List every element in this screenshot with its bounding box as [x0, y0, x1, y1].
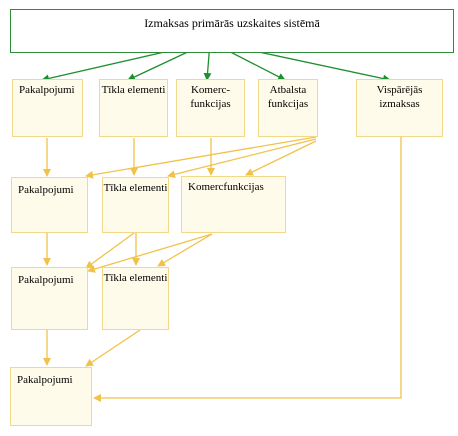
node-l4-pakalpojumi-label: Pakalpojumi [17, 374, 73, 386]
node-l1-visparejas-izmaksas: Vispārējās izmaksas [356, 79, 443, 137]
root-label: Izmaksas primārās uzskaites sistēmā [144, 16, 320, 30]
arrow-visparejas-to-pak-l4 [93, 137, 402, 402]
node-l4-pakalpojumi: Pakalpojumi [10, 367, 92, 426]
arrow-komerc-l2-to-pak-l3 [87, 233, 213, 273]
arrow-tikla-l2-to-pak-l3 [85, 232, 135, 269]
node-l3-pakalpojumi: Pakalpojumi [11, 267, 88, 330]
node-l2-pakalpojumi-label: Pakalpojumi [18, 184, 74, 196]
node-l1-tikla-elementi: Tīkla elementi [99, 79, 168, 137]
node-l1-pakalpojumi: Pakalpojumi [12, 79, 83, 137]
node-l2-tikla-elementi: Tīkla elementi [102, 177, 169, 233]
node-l1-komercfunkcijas-label: Komerc- funkcijas [190, 84, 231, 110]
node-l1-atbalsta-funkcijas-label: Atbalsta funkcijas [267, 84, 309, 110]
node-l2-komercfunkcijas: Komercfunkcijas [181, 176, 286, 233]
node-l2-komercfunkcijas-label: Komercfunkcijas [188, 181, 264, 193]
arrow-atbalsta-to-pak-l2 [85, 136, 317, 179]
arrow-komerc-l2-to-tikla-l3 [157, 233, 213, 267]
node-l3-tikla-elementi: Tīkla elementi [102, 267, 169, 330]
node-l1-pakalpojumi-label: Pakalpojumi [19, 84, 75, 96]
node-l1-visparejas-izmaksas-label: Vispārējās izmaksas [376, 84, 423, 110]
arrow-tikla-l3-to-pak-l4 [85, 329, 141, 367]
node-l3-pakalpojumi-label: Pakalpojumi [18, 274, 74, 286]
node-l2-tikla-elementi-label: Tīkla elementi [103, 182, 168, 194]
arrow-atbalsta-to-tikla-l2 [167, 138, 317, 179]
node-l3-tikla-elementi-label: Tīkla elementi [103, 272, 168, 284]
root-node: Izmaksas primārās uzskaites sistēmā [10, 9, 454, 53]
node-l1-atbalsta-funkcijas: Atbalsta funkcijas [258, 79, 318, 137]
arrow-atbalsta-to-komerc-l2 [245, 140, 317, 176]
node-l1-tikla-elementi-label: Tīkla elementi [101, 84, 166, 96]
allocation-arrows [43, 136, 402, 402]
node-l2-pakalpojumi: Pakalpojumi [11, 177, 88, 233]
node-l1-komercfunkcijas: Komerc- funkcijas [176, 79, 245, 137]
